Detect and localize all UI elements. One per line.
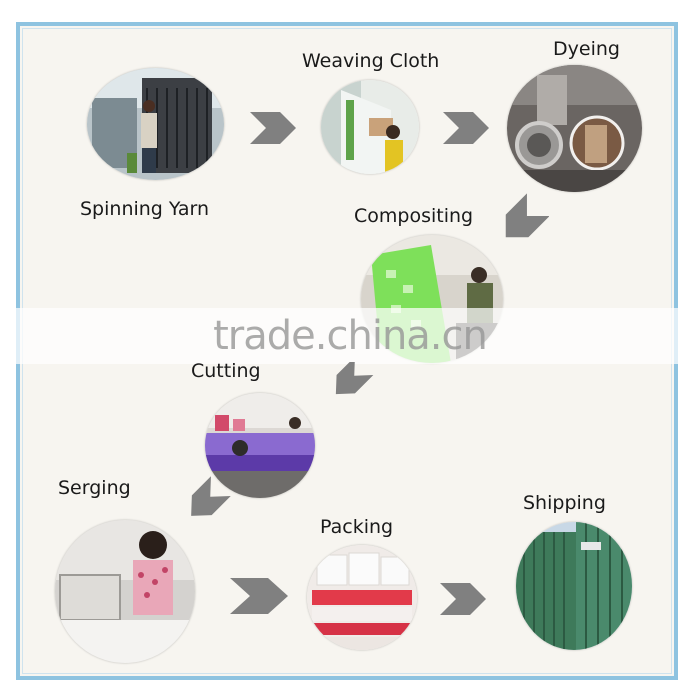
spinning-yarn-photo xyxy=(87,68,224,180)
arrow-down-left-icon xyxy=(325,362,375,398)
packing-photo xyxy=(307,545,417,650)
shipping-photo xyxy=(516,522,632,650)
spinning-yarn-label: Spinning Yarn xyxy=(80,198,210,220)
serging-photo xyxy=(55,520,195,663)
watermark-text: trade.china.cn xyxy=(213,313,488,359)
weaving-cloth-label: Weaving Cloth xyxy=(302,50,440,72)
cutting-label: Cutting xyxy=(191,360,261,382)
arrow-right-icon xyxy=(230,578,288,614)
shipping-label: Shipping xyxy=(523,492,606,514)
compositing-label: Compositing xyxy=(354,205,474,227)
arrow-down-left-icon xyxy=(180,475,232,527)
arrow-down-left-icon xyxy=(495,193,549,249)
dyeing-label: Dyeing xyxy=(553,38,620,60)
serging-label: Serging xyxy=(58,477,131,499)
arrow-right-icon xyxy=(440,583,486,615)
arrow-right-icon xyxy=(443,112,489,144)
packing-label: Packing xyxy=(320,516,394,538)
weaving-cloth-photo xyxy=(321,80,419,174)
watermark-band xyxy=(0,308,700,364)
arrow-right-icon xyxy=(250,112,296,144)
dyeing-photo xyxy=(507,65,642,192)
